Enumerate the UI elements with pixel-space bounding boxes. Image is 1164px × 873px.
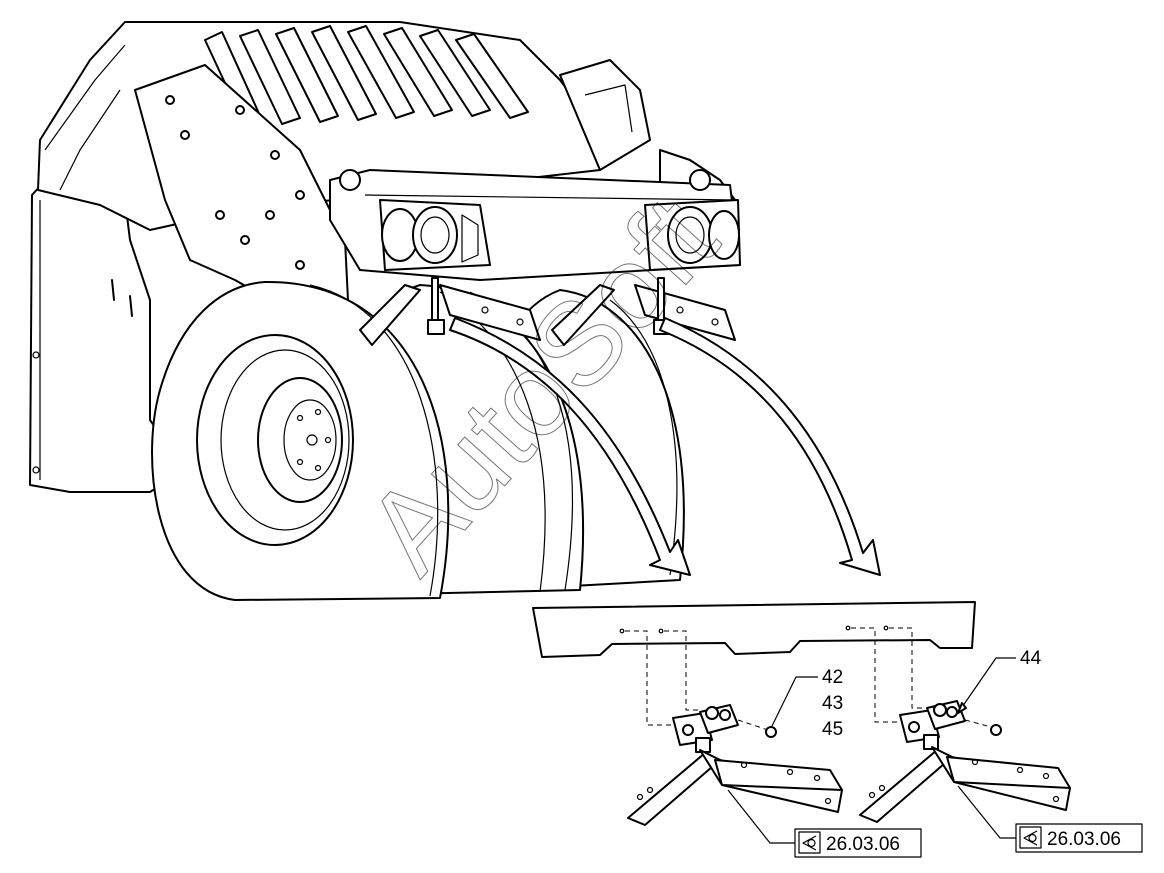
callout-42-43-45: 42 43 45 <box>771 667 843 740</box>
mounting-beam <box>532 601 976 658</box>
mudflap-left <box>627 749 843 826</box>
bolt-left <box>765 726 777 738</box>
installed-mudflap-brackets <box>359 277 736 346</box>
explode-arrow-right <box>659 317 881 576</box>
hinge-bracket-left <box>672 704 739 753</box>
callout-label-45: 45 <box>822 719 843 740</box>
reference-box-left[interactable]: 26.03.06 <box>727 789 922 858</box>
explode-arrow-left <box>449 317 691 576</box>
view-eye-icon <box>802 835 817 851</box>
callout-44: 44 <box>957 648 1042 714</box>
hinge-bracket-right <box>899 700 966 750</box>
rear-light-cluster-right <box>644 199 741 271</box>
callout-label-43: 43 <box>822 693 843 714</box>
exploded-assembly <box>532 601 1071 826</box>
mudflap-right <box>859 746 1071 823</box>
machine-rear-view <box>29 21 741 493</box>
reference-label-right: 26.03.06 <box>1047 829 1121 850</box>
reference-box-right[interactable]: 26.03.06 <box>957 785 1143 853</box>
rear-light-cluster-left <box>379 199 491 271</box>
callout-label-44: 44 <box>1020 648 1042 669</box>
view-eye-icon <box>1023 830 1038 846</box>
callout-label-42: 42 <box>822 667 843 688</box>
bolt-right <box>990 724 1002 736</box>
reference-label-left: 26.03.06 <box>826 834 900 855</box>
